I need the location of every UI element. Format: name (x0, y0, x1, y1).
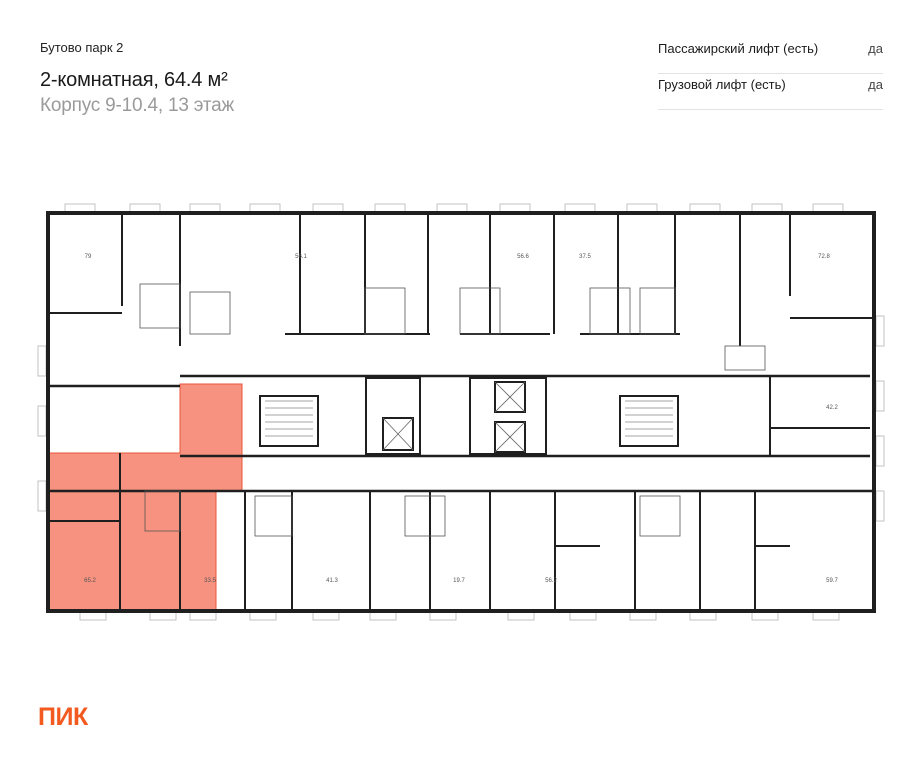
floor-plan-drawing: 79 56.1 56.6 37.5 72.8 42.2 65.2 33.5 41… (37, 203, 885, 621)
area-label: 33.5 (204, 578, 216, 584)
elevator-marks (382, 381, 526, 453)
outer-walls (46, 211, 876, 613)
windows-top (64, 203, 844, 213)
area-label: 59.7 (826, 578, 838, 584)
feature-label: Грузовой лифт (есть) (658, 77, 786, 92)
project-name: Бутово парк 2 (40, 40, 124, 55)
floor-plan: 79 56.1 56.6 37.5 72.8 42.2 65.2 33.5 41… (30, 196, 892, 628)
area-label: 72.8 (818, 254, 830, 260)
building-core (259, 377, 679, 455)
fixtures (139, 283, 766, 537)
corridor-walls (48, 374, 875, 493)
divider (658, 73, 883, 74)
area-label: 56.1 (295, 254, 307, 260)
area-label: 41.3 (326, 578, 338, 584)
brand-logo: ПИК (38, 703, 88, 731)
area-label: 42.2 (826, 405, 838, 411)
area-label: 37.5 (579, 254, 591, 260)
windows-bottom (79, 611, 840, 621)
page-title: 2-комнатная, 64.4 м² (40, 69, 228, 91)
feature-label: Пассажирский лифт (есть) (658, 41, 819, 56)
area-label: 65.2 (84, 578, 96, 584)
page-subtitle: Корпус 9-10.4, 13 этаж (40, 95, 235, 116)
feature-passenger-lift: Пассажирский лифт (есть) да (658, 38, 883, 74)
stairs (265, 400, 673, 437)
partition-walls-top (48, 213, 874, 456)
area-label: 79 (85, 254, 92, 260)
area-label: 56.6 (517, 254, 529, 260)
area-labels: 79 56.1 56.6 37.5 72.8 42.2 65.2 33.5 41… (84, 254, 838, 584)
area-label: 19.7 (453, 578, 465, 584)
feature-freight-lift: Грузовой лифт (есть) да (658, 74, 883, 110)
feature-value: да (868, 77, 883, 92)
windows-side (37, 315, 885, 522)
feature-value: да (868, 41, 883, 56)
divider (658, 109, 883, 110)
area-label: 56.2 (545, 578, 557, 584)
